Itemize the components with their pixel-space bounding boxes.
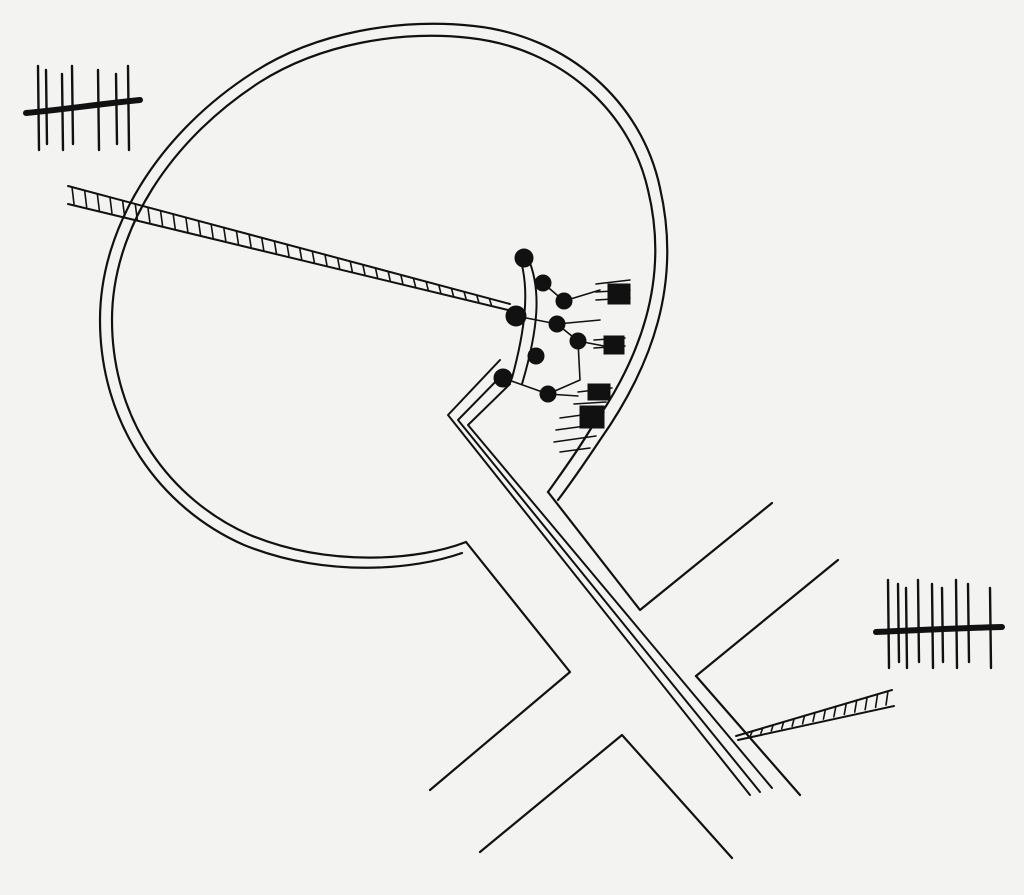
spike [932,584,933,668]
ganglion-cell [528,348,544,364]
spike [116,74,117,144]
spike [968,584,969,662]
spike [942,588,943,662]
ganglion-cell [515,249,533,267]
spike [62,74,63,150]
spike [128,66,129,150]
spike [72,66,73,144]
photoreceptor-outer-segment [588,384,610,400]
photoreceptors-top [596,280,630,304]
spike [98,70,99,150]
spike [918,580,919,662]
spike [46,70,47,144]
photoreceptor-outer-segment [580,406,604,428]
photoreceptor-outer-segment [604,336,624,354]
spike [906,588,907,668]
spike [888,580,889,668]
spike [990,588,991,668]
spike [956,580,957,668]
spike [898,584,899,662]
spike [38,66,39,150]
photoreceptor-outer-segment [608,284,630,304]
